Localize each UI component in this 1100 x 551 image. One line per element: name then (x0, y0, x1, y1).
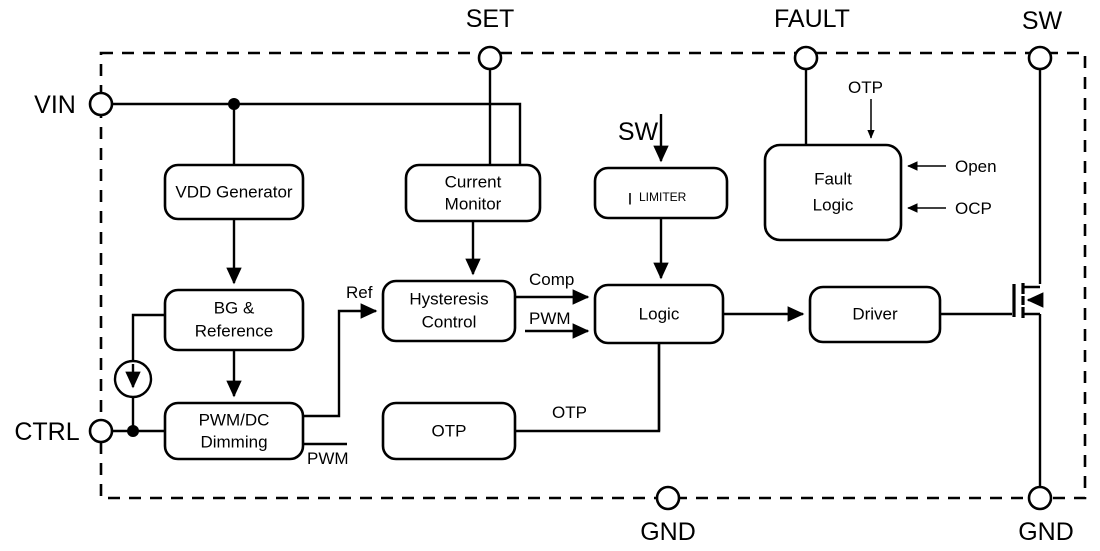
junction-vin (228, 98, 240, 110)
i-limiter-label-main: I (628, 189, 633, 208)
pin-gnd-right[interactable]: GND (1018, 485, 1074, 546)
block-bg-reference[interactable]: BG & Reference (163, 288, 305, 352)
fault-logic-box[interactable] (763, 143, 903, 242)
i-limiter-box[interactable] (593, 166, 729, 220)
wire-vin-rail (101, 102, 522, 165)
block-current-monitor[interactable]: Current Monitor (404, 163, 542, 223)
block-logic[interactable]: Logic (593, 283, 725, 345)
current-monitor-box[interactable] (404, 163, 542, 223)
pin-sw[interactable]: SW (1022, 7, 1063, 71)
signal-label-ref: Ref (346, 283, 373, 302)
signal-label-otp-fault: OTP (848, 78, 883, 97)
signal-label-comp: Comp (529, 270, 574, 289)
die-boundary (99, 51, 1087, 500)
block-pwm-dc-dimming[interactable]: PWM/DC Dimming (163, 401, 305, 461)
gnd-right-pin-circle[interactable] (1027, 485, 1053, 511)
pin-vin[interactable]: VIN (34, 91, 114, 119)
current-source-symbol (113, 359, 153, 399)
current-monitor-label-line2: Monitor (445, 194, 502, 213)
vdd-generator-label: VDD Generator (175, 182, 292, 201)
sw-pin-label: SW (1022, 7, 1063, 35)
block-i-limiter[interactable]: I LIMITER (593, 166, 729, 220)
fault-pin-circle[interactable] (793, 45, 819, 71)
hysteresis-control-label-line2: Control (422, 312, 477, 331)
signal-label-open: Open (955, 157, 997, 176)
driver-box[interactable] (808, 285, 942, 344)
hysteresis-control-label-line1: Hysteresis (409, 289, 488, 308)
hysteresis-control-box[interactable] (381, 279, 517, 343)
pwm-dc-dimming-box[interactable] (163, 401, 305, 461)
current-monitor-label-line1: Current (445, 172, 502, 191)
signal-label-pwm-logic: PWM (529, 309, 571, 328)
block-fault-logic[interactable]: Fault Logic (763, 143, 903, 242)
ctrl-pin-label: CTRL (14, 418, 79, 446)
pwm-dc-dimming-label-line2: Dimming (200, 432, 267, 451)
set-pin-circle[interactable] (477, 45, 503, 71)
block-otp[interactable]: OTP (381, 401, 517, 461)
wire-current-source-to-bg (131, 313, 165, 361)
gnd-bottom-pin-label: GND (640, 518, 696, 546)
fault-logic-label-line1: Fault (814, 169, 852, 188)
wire-otp-to-logic (515, 343, 661, 433)
power-mosfet-symbol (1012, 283, 1044, 318)
fault-logic-label-line2: Logic (813, 195, 854, 214)
block-driver[interactable]: Driver (808, 285, 942, 344)
pin-set[interactable]: SET (466, 5, 515, 71)
signal-label-otp-wire: OTP (552, 403, 587, 422)
pwm-dc-dimming-label-line1: PWM/DC (199, 410, 270, 429)
block-vdd-generator[interactable]: VDD Generator (163, 163, 305, 221)
set-pin-label: SET (466, 5, 515, 33)
signal-label-ocp: OCP (955, 199, 992, 218)
pin-fault[interactable]: FAULT (774, 5, 850, 71)
bg-reference-label-line2: Reference (195, 321, 273, 340)
otp-label: OTP (432, 421, 467, 440)
vin-pin-label: VIN (34, 91, 76, 119)
logic-label: Logic (639, 304, 680, 323)
bg-reference-box[interactable] (163, 288, 305, 352)
signal-label-pwm-dimming: PWM (307, 449, 349, 468)
driver-label: Driver (852, 304, 898, 323)
vin-pin-circle[interactable] (88, 91, 114, 117)
block-hysteresis-control[interactable]: Hysteresis Control (381, 279, 517, 343)
logic-box[interactable] (593, 283, 725, 345)
i-limiter-label-subscript: LIMITER (639, 190, 687, 204)
pin-ctrl[interactable]: CTRL (14, 418, 114, 446)
sw-pin-circle[interactable] (1027, 45, 1053, 71)
otp-box[interactable] (381, 401, 517, 461)
fault-pin-label: FAULT (774, 5, 850, 33)
gnd-bottom-pin-circle[interactable] (655, 485, 681, 511)
pin-gnd-bottom[interactable]: GND (640, 485, 696, 546)
signal-label-sw-limiter: SW (618, 118, 659, 146)
wire-dimming-ref-to-hysteresis (303, 303, 378, 418)
vdd-generator-box[interactable] (163, 163, 305, 221)
bg-reference-label-line1: BG & (214, 298, 255, 317)
gnd-right-pin-label: GND (1018, 518, 1074, 546)
wire-network (101, 58, 1042, 498)
ctrl-pin-circle[interactable] (88, 418, 114, 444)
